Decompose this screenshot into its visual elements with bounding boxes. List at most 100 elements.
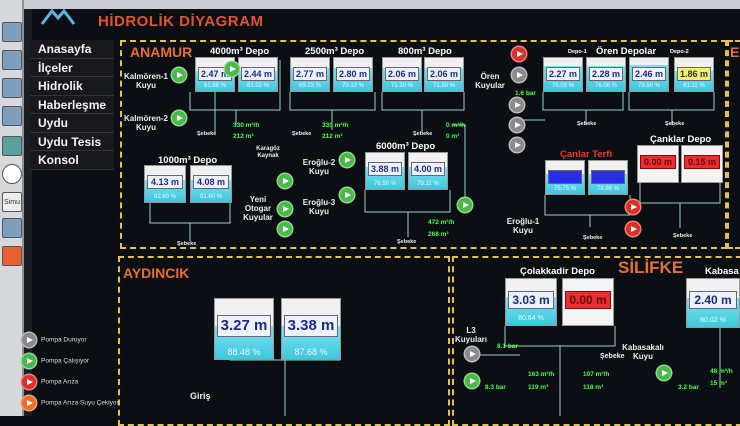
pump-running[interactable] bbox=[340, 188, 354, 202]
water-tank[interactable]: 3.03 m 80.64 % bbox=[505, 278, 557, 326]
water-tank[interactable]: 0.15 m bbox=[681, 145, 723, 183]
water-tank[interactable]: 0.00 m bbox=[562, 278, 614, 326]
water-tank[interactable]: 3.27 m 88.48 % bbox=[214, 298, 274, 360]
flow-reading: 330 m³/h bbox=[322, 122, 349, 129]
pump-stopped[interactable] bbox=[510, 98, 524, 112]
tank-percent: 80.64 % bbox=[518, 315, 544, 323]
tank-level: 0.00 m bbox=[639, 155, 677, 170]
water-tank[interactable]: 3.88 m 76.50 % bbox=[365, 152, 405, 190]
logo bbox=[40, 8, 76, 25]
water-tank[interactable]: 2.28 m 76.08 % bbox=[586, 57, 626, 92]
label-eroglu-1: Eroğlu-1 Kuyu bbox=[506, 217, 540, 235]
water-tank[interactable]: 0.00 m bbox=[637, 145, 679, 183]
region-title-anamur[interactable]: ANAMUR bbox=[130, 44, 193, 60]
tank-level bbox=[547, 169, 583, 184]
tank-level: 2.77 m bbox=[292, 66, 328, 81]
tank-level: 4.13 m bbox=[146, 175, 184, 190]
water-tank[interactable]: 78.86 % bbox=[588, 160, 628, 195]
water-tank[interactable]: 1.86 m 61.11 % bbox=[674, 57, 714, 92]
tank-percent: 79.50 % bbox=[637, 82, 661, 89]
legend-item: Pompa Arıza Suyu Çekiyor bbox=[22, 396, 119, 410]
flow-reading: 472 m³/h bbox=[428, 219, 455, 226]
volume-reading: 0 m³ bbox=[446, 133, 460, 140]
region-title-silifke[interactable]: SİLİFKE bbox=[618, 258, 684, 277]
label-kalmoren-1: Kalmören-1 Kuyu bbox=[123, 72, 168, 90]
pump-running[interactable] bbox=[278, 174, 292, 188]
pump-running[interactable] bbox=[225, 62, 239, 76]
toolbar-button[interactable] bbox=[2, 50, 22, 70]
menu-ilceler[interactable]: İlçeler bbox=[30, 58, 114, 77]
water-tank[interactable]: 2.27 m 75.09 % bbox=[543, 57, 583, 92]
label-sebeke: Şebeke bbox=[292, 131, 312, 137]
legend-label: Pompa Arıza bbox=[41, 378, 79, 386]
depot-subtitle: Depo-1 bbox=[568, 49, 587, 55]
depot-title: Çanlar Terfi bbox=[560, 149, 613, 160]
tank-percent: 87.68 % bbox=[294, 346, 328, 357]
tank-percent: 88.48 % bbox=[227, 346, 261, 357]
pump-running[interactable] bbox=[172, 111, 186, 125]
pump-running[interactable] bbox=[278, 202, 292, 216]
pump-stopped[interactable] bbox=[510, 138, 524, 152]
water-tank[interactable]: 2.06 m 71.30 % bbox=[382, 57, 422, 92]
tank-level: 3.38 m bbox=[284, 314, 338, 337]
tank-level: 4.08 m bbox=[192, 175, 230, 190]
depot-subtitle: Depo-2 bbox=[670, 49, 689, 55]
menu-haberlesme[interactable]: Haberleşme bbox=[30, 95, 114, 114]
label-giris: Giriş bbox=[190, 391, 211, 401]
tank-percent: 75.75 % bbox=[553, 185, 577, 192]
pump-running[interactable] bbox=[458, 198, 472, 212]
pump-stopped[interactable] bbox=[465, 347, 479, 361]
clock-icon[interactable] bbox=[2, 164, 22, 184]
region-title-next[interactable]: E bbox=[730, 44, 740, 60]
water-tank[interactable]: 4.08 m 81.60 % bbox=[190, 165, 232, 203]
pump-running[interactable] bbox=[278, 222, 292, 236]
pump-stopped[interactable] bbox=[512, 68, 526, 82]
water-tank[interactable]: 2.06 m 71.50 % bbox=[424, 57, 464, 92]
tank-percent: 76.50 % bbox=[373, 180, 397, 187]
volume-reading: 212 m³ bbox=[322, 133, 343, 140]
menu-konsol[interactable]: Konsol bbox=[30, 151, 114, 170]
toolbar-button[interactable] bbox=[2, 136, 22, 156]
pump-stopped-icon bbox=[22, 333, 36, 347]
water-tank[interactable]: 2.46 m 79.50 % bbox=[629, 57, 669, 92]
toolbar-button[interactable] bbox=[2, 22, 22, 42]
water-tank[interactable]: 75.75 % bbox=[545, 160, 585, 195]
pump-running[interactable] bbox=[465, 374, 479, 388]
water-tank[interactable]: 2.44 m 61.02 % bbox=[238, 57, 278, 92]
water-tank[interactable]: 3.38 m 87.68 % bbox=[281, 298, 341, 360]
toolbar-button[interactable] bbox=[2, 218, 22, 238]
water-tank[interactable]: 2.77 m 69.23 % bbox=[290, 57, 330, 92]
label-yeni-otogar: Yeni Otogar Kuyular bbox=[243, 195, 273, 222]
page-title: HİDROLİK DİYAGRAM bbox=[98, 13, 264, 30]
menu-hidrolik[interactable]: Hidrolik bbox=[30, 77, 114, 96]
left-toolbar: Simu bbox=[0, 0, 24, 416]
flow-reading: 0 m³/h bbox=[446, 122, 466, 129]
pump-running[interactable] bbox=[340, 153, 354, 167]
menu-uydu[interactable]: Uydu bbox=[30, 114, 114, 133]
volume-reading: 15 m³ bbox=[710, 380, 727, 387]
label-karagoz: Karagöz Kaynak bbox=[256, 146, 280, 159]
legend-item: Pompa Duruyor bbox=[22, 333, 87, 347]
pressure-reading: 1.6 bar bbox=[515, 90, 536, 97]
pump-fault[interactable] bbox=[626, 200, 640, 214]
depot-title: Ören Depolar bbox=[596, 46, 657, 57]
water-tank[interactable]: 2.80 m 70.12 % bbox=[333, 57, 373, 92]
simu-button[interactable]: Simu bbox=[2, 192, 22, 212]
menu-uydu-tesis[interactable]: Uydu Tesis bbox=[30, 132, 114, 151]
menu-anasayfa[interactable]: Anasayfa bbox=[30, 40, 114, 59]
label-kalmoren-2: Kalmören-2 Kuyu bbox=[123, 114, 168, 132]
tank-level: 2.80 m bbox=[335, 66, 371, 81]
volume-reading: 212 m³ bbox=[233, 133, 254, 140]
pump-fault[interactable] bbox=[626, 222, 640, 236]
pump-stopped[interactable] bbox=[510, 118, 524, 132]
pump-fault[interactable] bbox=[512, 47, 526, 61]
water-tank[interactable]: 4.13 m 82.60 % bbox=[144, 165, 186, 203]
toolbar-button[interactable] bbox=[2, 78, 22, 98]
water-tank[interactable]: 2.40 m 80.02 % bbox=[686, 278, 740, 328]
pump-running[interactable] bbox=[657, 366, 671, 380]
water-tank[interactable]: 4.00 m 79.11 % bbox=[408, 152, 448, 190]
toolbar-button[interactable] bbox=[2, 106, 22, 126]
region-title-aydincik[interactable]: AYDINCIK bbox=[123, 265, 190, 281]
pump-running[interactable] bbox=[172, 68, 186, 82]
toolbar-button[interactable] bbox=[2, 246, 22, 266]
